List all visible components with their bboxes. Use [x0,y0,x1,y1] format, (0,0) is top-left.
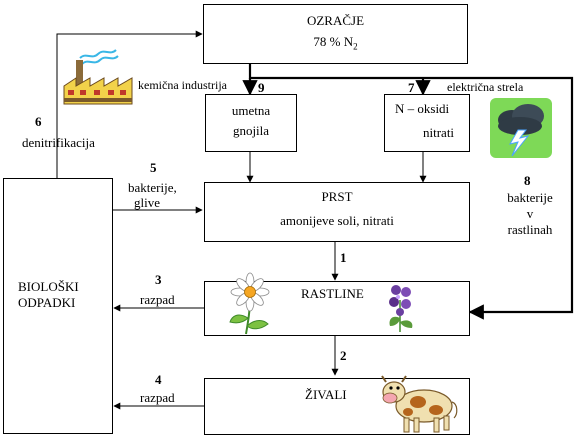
step-number-9: 9 [258,80,265,95]
plants-title: RASTLINE [301,286,364,301]
violet-flower-icon [389,285,413,332]
fertilizer-line2: gnojila [232,123,270,138]
fertilizer-line1: umetna [231,103,271,118]
label-bacteria-plants-3: rastlinah [507,222,553,237]
label-lightning: električna strela [447,80,524,94]
step-number-4: 4 [155,372,162,387]
waste-box: BIOLOŠKI ODPADKI [3,178,113,434]
label-decay-animals: razpad [140,390,175,405]
step-number-6: 6 [35,114,42,129]
step-number-2: 2 [340,348,347,363]
storm-cloud-icon [490,98,552,158]
step-number-7: 7 [408,80,415,95]
soil-title: PRST [321,189,353,204]
arrow-denitrification [56,30,203,178]
oxides-box: N – oksidi nitrati [384,94,470,152]
label-bacteria-plants-1: bakterije [507,190,553,205]
daisy-icon [229,272,270,335]
label-decay-plants: razpad [140,292,175,307]
label-bacteria-fungi-1: bakterije, [128,180,177,195]
label-denitrification: denitrifikacija [22,135,95,150]
label-industry: kemična industrija [138,78,227,92]
step-number-5: 5 [150,160,157,175]
atmosphere-value: 78 % N2 [313,34,358,52]
label-bacteria-plants-2: v [526,206,534,221]
step-number-8: 8 [524,173,531,188]
oxides-line2: nitrati [423,125,455,140]
step-number-3: 3 [155,272,162,287]
animals-title: ŽIVALI [305,387,347,402]
factory-icon [63,49,133,105]
label-bacteria-fungi-2: glive [134,195,160,210]
waste-line1: BIOLOŠKI [18,279,79,294]
cow-icon [381,375,458,433]
atmosphere-box: OZRAČJE 78 % N2 [203,4,468,64]
waste-line2: ODPADKI [18,295,76,310]
arrow-bacteria-in-plants [248,64,574,320]
soil-box: PRST amonijeve soli, nitrati [204,182,470,242]
fertilizer-box: umetna gnojila [205,94,297,152]
atmosphere-title: OZRAČJE [306,13,365,28]
soil-subtitle: amonijeve soli, nitrati [280,213,394,228]
step-number-1: 1 [340,250,347,265]
oxides-line1: N – oksidi [395,101,450,116]
